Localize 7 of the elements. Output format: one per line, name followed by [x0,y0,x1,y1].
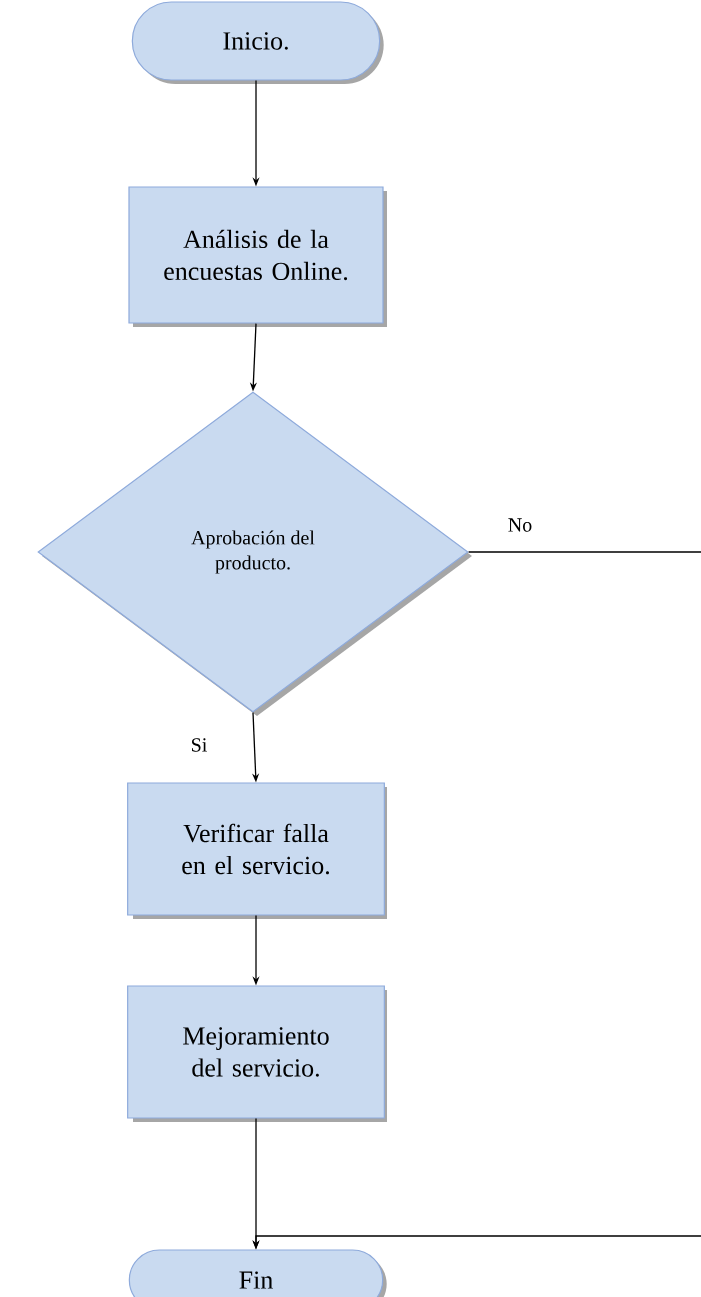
edge-label: Si [188,736,210,754]
process-box: Verificar falla en el servicio. [127,782,387,919]
process-box: Mejoramiento del servicio. [127,985,387,1122]
terminal-box: Inicio. [131,1,384,84]
edge-label: No [505,516,535,534]
process-box: Análisis de la encuestas Online. [128,186,387,327]
terminal-box: Fin [128,1249,387,1297]
